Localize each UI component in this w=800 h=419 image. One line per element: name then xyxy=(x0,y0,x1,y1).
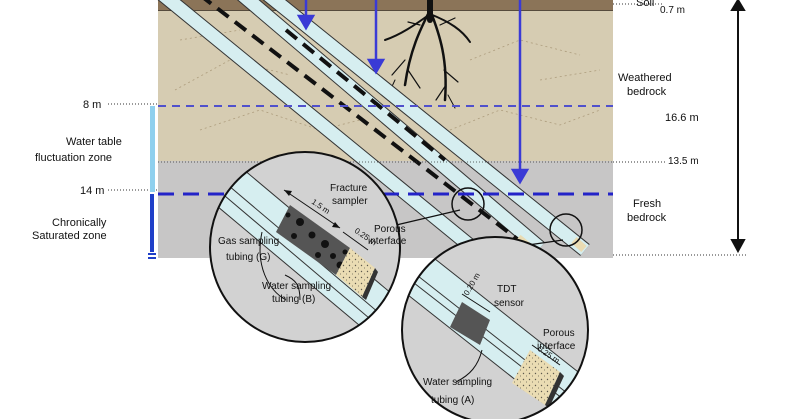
gas-tubing-label-1: Gas sampling xyxy=(218,236,279,247)
fluctuation-zone-bar xyxy=(150,106,155,192)
fresh-bedrock-label-1: Fresh xyxy=(633,198,661,210)
detail-callout-right xyxy=(549,213,583,247)
water-table-high-label: 8 m xyxy=(83,99,101,111)
soil-layer xyxy=(158,0,613,11)
saturated-zone-label-1: Chronically xyxy=(52,217,107,229)
fracture-sampler-label-2: sampler xyxy=(332,196,368,207)
left-porous-label-1: Porous xyxy=(374,224,406,235)
left-porous-label-2: interface xyxy=(368,236,407,247)
soil-depth-label: 0.7 m xyxy=(660,5,685,16)
total-depth-arrow xyxy=(730,0,746,254)
fluctuation-zone-label-1: Water table xyxy=(66,136,122,148)
tdt-sensor-label-1: TDT xyxy=(497,284,516,295)
total-depth-label: 16.6 m xyxy=(665,112,699,124)
infiltration-arrows xyxy=(296,0,530,185)
weathered-bedrock-label-2: bedrock xyxy=(627,86,667,98)
saturated-zone-bar xyxy=(148,194,156,259)
weathered-bedrock-label-1: Weathered xyxy=(618,72,672,84)
water-tubing-a-label-2: tubing (A) xyxy=(431,395,474,406)
fresh-top-label: 13.5 m xyxy=(668,156,699,167)
water-tubing-a-label-1: Water sampling xyxy=(423,377,492,388)
tree-roots xyxy=(384,0,471,109)
fluctuation-zone-label-2: fluctuation zone xyxy=(35,152,112,164)
gas-tubing-label-2: tubing (G) xyxy=(226,252,270,263)
soil-label: Soil xyxy=(636,0,654,9)
inset-fracture-sampler xyxy=(209,151,401,343)
saturated-zone-label-2: Saturated zone xyxy=(32,230,107,242)
water-tubing-b-label-1: Water sampling xyxy=(262,281,331,292)
fresh-bedrock-label-2: bedrock xyxy=(627,212,667,224)
water-tubing-b-label-2: tubing (B) xyxy=(272,294,315,305)
right-porous-label-1: Porous xyxy=(543,328,575,339)
inset-tdt-sensor xyxy=(401,236,589,419)
fracture-sampler-label-1: Fracture xyxy=(330,183,368,194)
borehole-pipes xyxy=(157,0,590,264)
right-porous-label-2: interface xyxy=(537,341,576,352)
detail-callout-left xyxy=(451,187,485,221)
water-table-low-label: 14 m xyxy=(80,185,104,197)
tdt-sensor-label-2: sensor xyxy=(494,298,525,309)
